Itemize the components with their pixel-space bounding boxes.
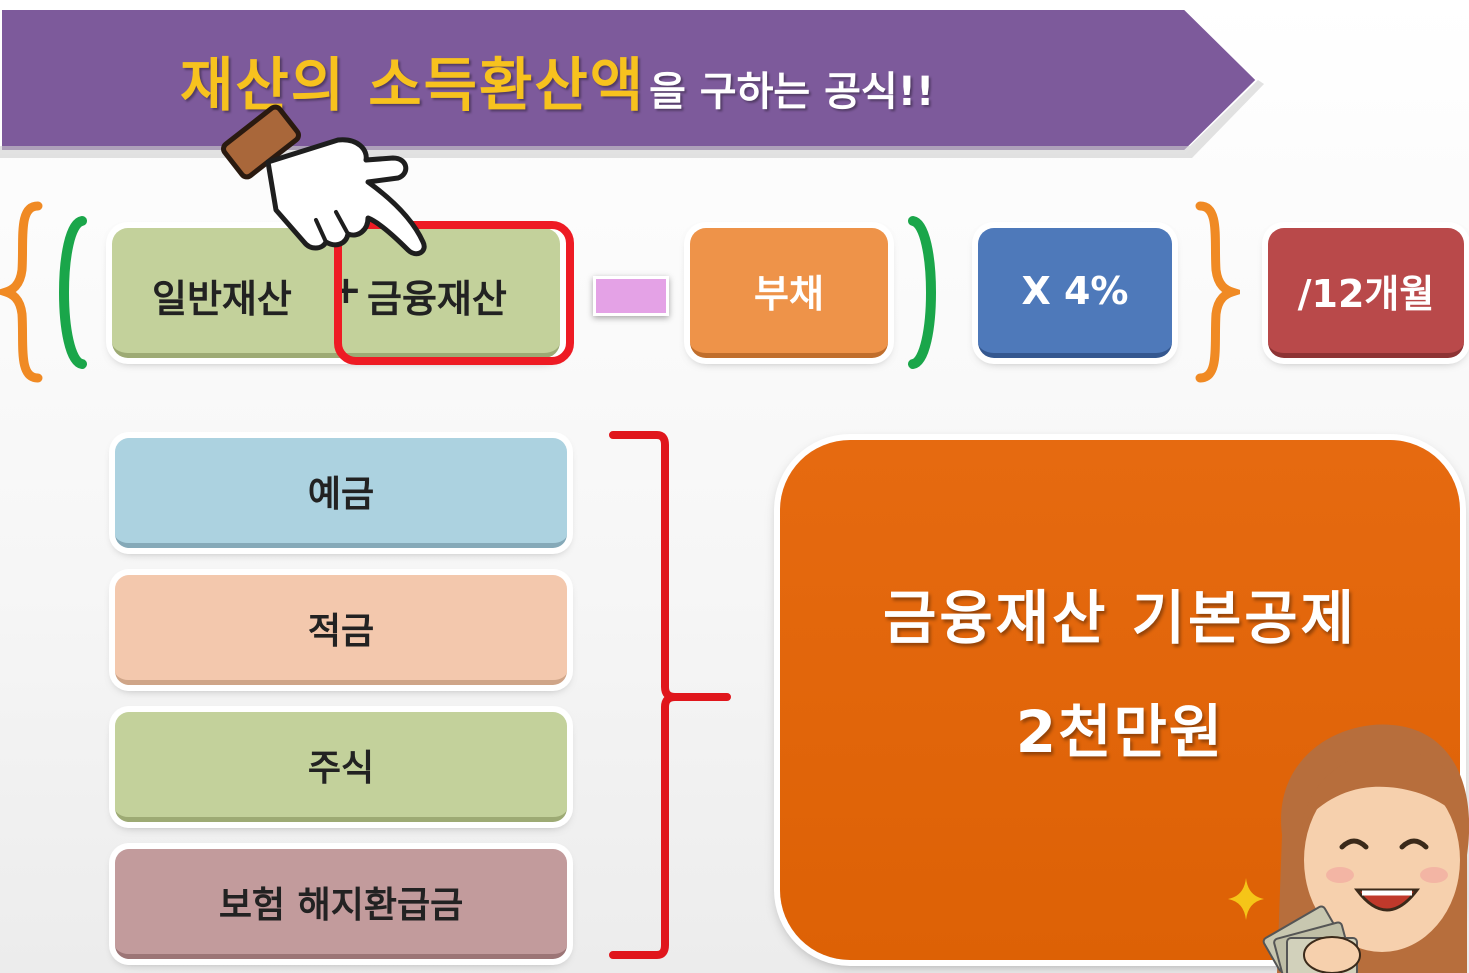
pointing-hand-icon bbox=[221, 104, 427, 257]
debt-label: 부채 bbox=[754, 272, 824, 316]
deduction-title: 금융재산 기본공제 bbox=[882, 584, 1358, 652]
left-green-bracket bbox=[59, 216, 87, 369]
item-label: 예금 bbox=[307, 473, 375, 515]
list-item: 보험 해지환급금 bbox=[115, 849, 567, 959]
financial-asset-label: 금융재산 bbox=[367, 277, 507, 321]
months-box: /12개월 bbox=[1268, 228, 1464, 358]
rate-label: X 4% bbox=[1021, 268, 1129, 313]
item-label: 보험 해지환급금 bbox=[218, 884, 464, 926]
smiling-woman-with-money-icon bbox=[1262, 724, 1469, 973]
right-orange-brace bbox=[1195, 201, 1240, 383]
months-label: /12개월 bbox=[1297, 272, 1435, 316]
list-item: 적금 bbox=[115, 575, 567, 685]
rate-box: X 4% bbox=[978, 228, 1172, 358]
financial-asset-highlight bbox=[334, 221, 574, 365]
debt-box: 부채 bbox=[690, 228, 888, 358]
right-green-bracket bbox=[908, 216, 936, 369]
general-asset-label: 일반재산 bbox=[152, 277, 292, 321]
red-brace bbox=[609, 431, 731, 959]
left-orange-brace bbox=[0, 201, 43, 383]
title-main: 재산의 소득환산액 bbox=[180, 51, 646, 119]
title-sub: 을 구하는 공식!! bbox=[649, 69, 935, 115]
list-item: 주식 bbox=[115, 712, 567, 822]
item-label: 주식 bbox=[307, 747, 375, 789]
page-title: 재산의 소득환산액 을 구하는 공식!! bbox=[180, 38, 935, 119]
minus-operator bbox=[593, 276, 669, 316]
list-item: 예금 bbox=[115, 438, 567, 548]
title-banner bbox=[0, 6, 1264, 158]
item-label: 적금 bbox=[307, 610, 375, 652]
sparkle-icon bbox=[1228, 878, 1264, 920]
deduction-amount: 2천만원 bbox=[1015, 698, 1225, 766]
